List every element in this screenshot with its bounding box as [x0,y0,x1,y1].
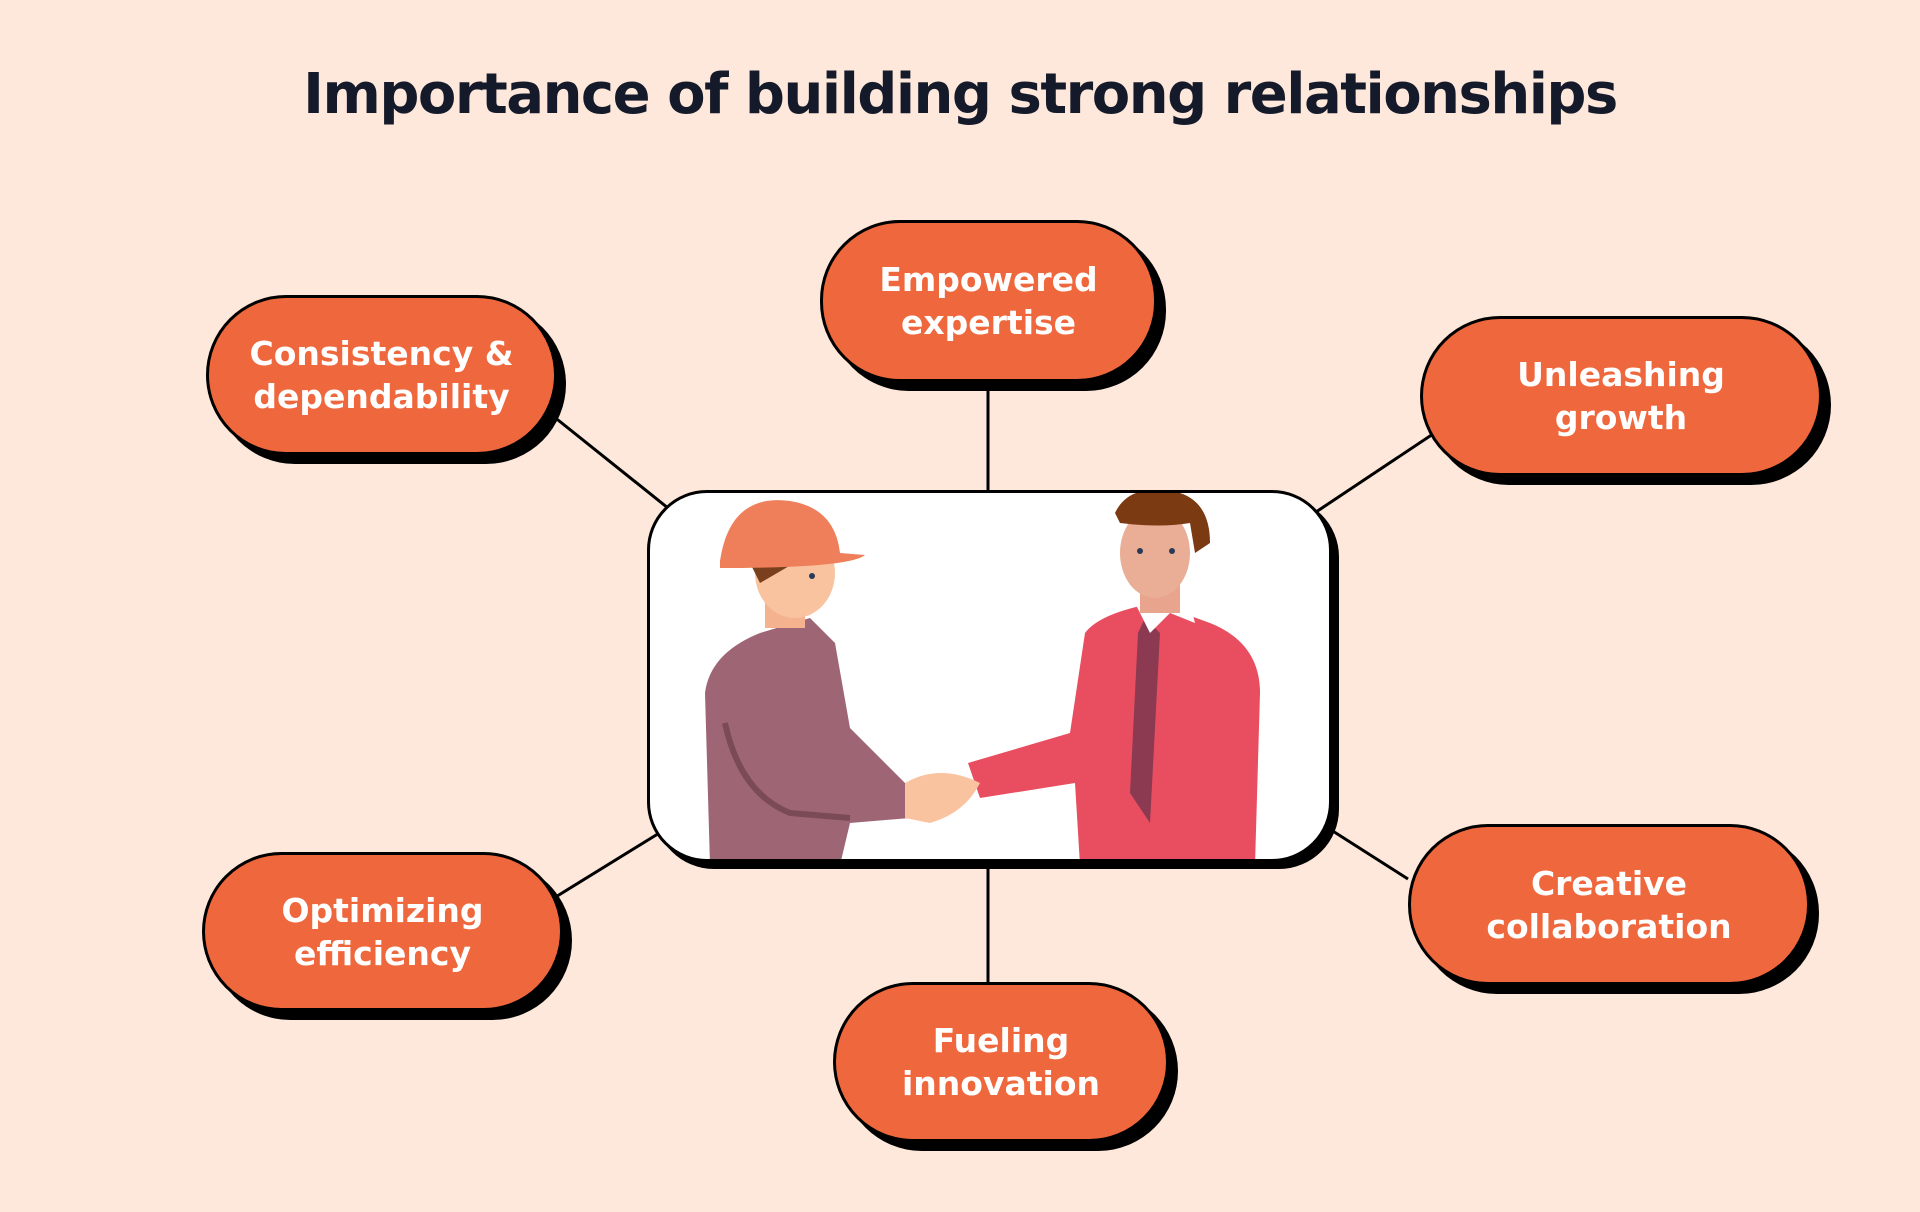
node-fueling: Fueling innovation [833,982,1169,1142]
connector-optimizing [540,830,662,908]
node-unleashing: Unleashing growth [1420,316,1822,476]
node-creative: Creative collaboration [1408,824,1810,985]
handshake-illustration [647,490,1332,862]
node-consistency: Consistency & dependability [206,295,557,455]
node-empowered: Empowered expertise [820,220,1157,382]
connector-creative [1327,826,1409,881]
node-optimizing: Optimizing efficiency [202,852,563,1011]
connector-consistency [552,414,669,510]
page-title: Importance of building strong relationsh… [303,62,1618,127]
connector-unleashing [1312,432,1434,516]
